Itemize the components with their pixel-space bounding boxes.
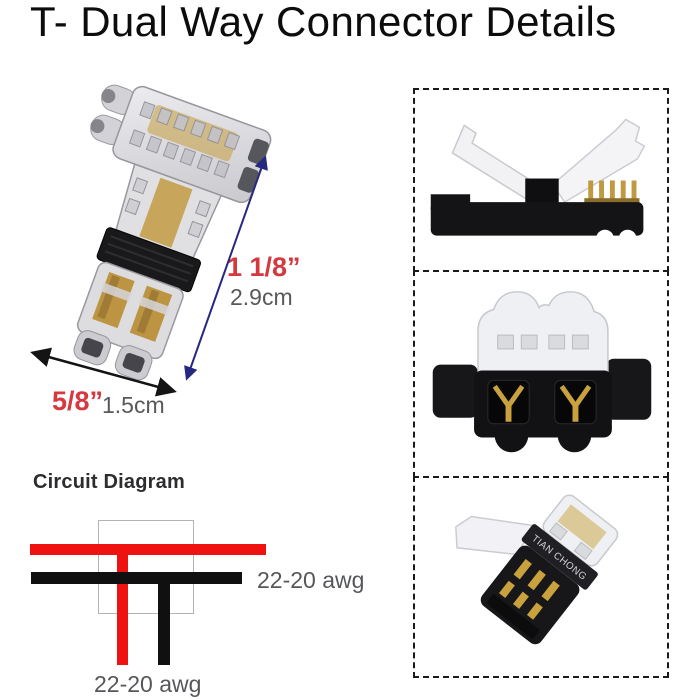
circuit-connector-outline — [98, 520, 194, 614]
red-wire-vertical — [117, 544, 128, 665]
width-metric-label: 1.5cm — [102, 392, 165, 418]
black-wire-horizontal — [31, 572, 242, 584]
angled-open-photo: TIAN CHONG — [455, 494, 619, 645]
detail-view-front-contacts — [413, 270, 669, 478]
detail-view-side-open — [413, 88, 669, 272]
height-metric-label: 2.9cm — [230, 284, 293, 310]
wire-gauge-label-bottom: 22-20 awg — [94, 671, 202, 697]
main-product-photo — [73, 84, 272, 381]
width-imperial-label: 5/8” — [52, 386, 104, 416]
wire-gauge-label-right: 22-20 awg — [257, 567, 365, 593]
side-open-photo — [430, 118, 646, 248]
front-contacts-photo — [432, 291, 652, 453]
t-connector-drawing — [73, 84, 272, 381]
black-wire-vertical — [158, 584, 170, 665]
circuit-diagram-heading: Circuit Diagram — [33, 471, 185, 493]
detail-view-angled-open: TIAN CHONG — [413, 476, 669, 678]
red-wire-horizontal — [30, 544, 266, 555]
page-title: T- Dual Way Connector Details — [30, 0, 617, 45]
height-imperial-label: 1 1/8” — [227, 252, 301, 282]
